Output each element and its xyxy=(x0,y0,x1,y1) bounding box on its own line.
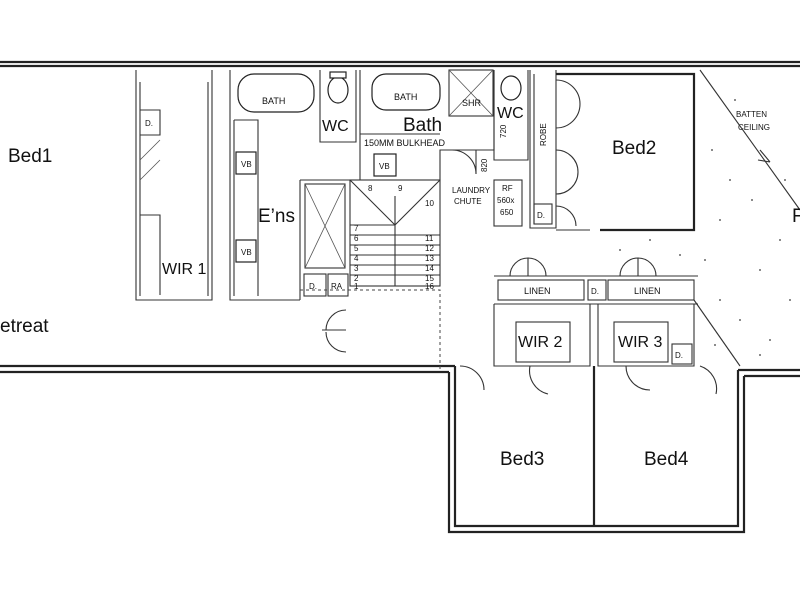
toilet-icon-right xyxy=(500,75,522,101)
bath-label-ens: BATH xyxy=(262,96,285,106)
batten-ceiling-area xyxy=(619,69,800,367)
dim-820-label: 820 xyxy=(480,158,489,172)
shower-label: SHR xyxy=(462,98,482,108)
stair-label-right-3: 14 xyxy=(425,264,434,273)
vanity-basin-bottom xyxy=(235,239,257,263)
stair-label-10: 10 xyxy=(425,199,434,208)
room-label-wc-left: WC xyxy=(322,118,349,135)
stair-label-right-1: 12 xyxy=(425,244,434,253)
room-label-bed2: Bed2 xyxy=(612,138,656,159)
room-label-partial-right: F xyxy=(792,206,800,227)
stair-label-left-0: 7 xyxy=(354,224,359,233)
room-label-ens: E’ns xyxy=(258,206,295,227)
stair-label-left-1: 6 xyxy=(354,234,359,243)
batten-label-line2: CEILING xyxy=(738,123,770,132)
stair-label-left-2: 5 xyxy=(354,244,359,253)
fixtures: BATH VB VB BATH SHR VB 150MM BULKHEAD LA… xyxy=(145,71,770,360)
rf-label-line2: 560x xyxy=(497,196,514,205)
room-label-bed1: Bed1 xyxy=(8,146,52,167)
door-label-wir1: D. xyxy=(145,119,153,128)
stair-label-left-4: 3 xyxy=(354,264,359,273)
door-label-ens: D. xyxy=(309,282,317,291)
dim-720-label: 720 xyxy=(499,124,508,138)
rf-label-line1: RF xyxy=(502,184,513,193)
room-label-bed3: Bed3 xyxy=(500,449,544,470)
linen-label-left: LINEN xyxy=(524,286,551,296)
room-label-wir3: WIR 3 xyxy=(618,334,663,351)
stair-label-right-4: 15 xyxy=(425,274,434,283)
vanity-basin-top xyxy=(235,151,257,175)
bath-label-main: BATH xyxy=(394,92,417,102)
laundry-label-line1: LAUNDRY xyxy=(452,186,491,195)
room-label-wc-right: WC xyxy=(497,105,524,122)
stair-label-right-0: 11 xyxy=(425,234,434,243)
vanity-basin-bath xyxy=(373,153,397,177)
interior-walls xyxy=(135,69,698,526)
vb-label-ens-bottom: VB xyxy=(241,248,252,257)
stair-label-left-3: 4 xyxy=(354,254,359,263)
room-label-bed4: Bed4 xyxy=(644,449,689,470)
robe-label: ROBE xyxy=(539,123,548,146)
stair-label-8: 8 xyxy=(368,184,373,193)
stair-label-left-6: 1 xyxy=(354,282,359,291)
toilet-icon xyxy=(327,76,349,104)
bulkhead-label: 150MM BULKHEAD xyxy=(364,138,446,148)
ra-label: RA xyxy=(331,282,343,291)
batten-label-line1: BATTEN xyxy=(736,110,767,119)
outer-walls xyxy=(0,60,800,534)
room-label-wir1: WIR 1 xyxy=(162,261,207,278)
staircase: 8 9 10 7 6 5 4 3 2 1 11 12 13 14 15 16 xyxy=(349,179,441,291)
stair-label-right-2: 13 xyxy=(425,254,434,263)
stair-label-right-5: 16 xyxy=(425,282,434,291)
vb-label-ens-top: VB xyxy=(241,160,252,169)
doors xyxy=(322,79,718,395)
room-label-wir2: WIR 2 xyxy=(518,334,563,351)
vb-label-bath: VB xyxy=(379,162,390,171)
toilet-cistern xyxy=(329,71,347,79)
door-label-rf: D. xyxy=(537,211,545,220)
room-labels: Bed1 etreat WIR 1 E’ns WC Bath WC Bed2 W… xyxy=(0,105,800,470)
rf-label-line3: 650 xyxy=(500,208,514,217)
room-label-retreat: etreat xyxy=(0,316,49,337)
laundry-label-line2: CHUTE xyxy=(454,197,482,206)
door-label-wir3: D. xyxy=(675,351,683,360)
bath-tub-main xyxy=(371,73,441,111)
stair-label-left-5: 2 xyxy=(354,274,359,283)
room-label-bath: Bath xyxy=(403,115,442,136)
stair-label-9: 9 xyxy=(398,184,403,193)
bath-tub-ens xyxy=(237,73,315,113)
door-label-linen: D. xyxy=(591,287,599,296)
linen-label-right: LINEN xyxy=(634,286,661,296)
